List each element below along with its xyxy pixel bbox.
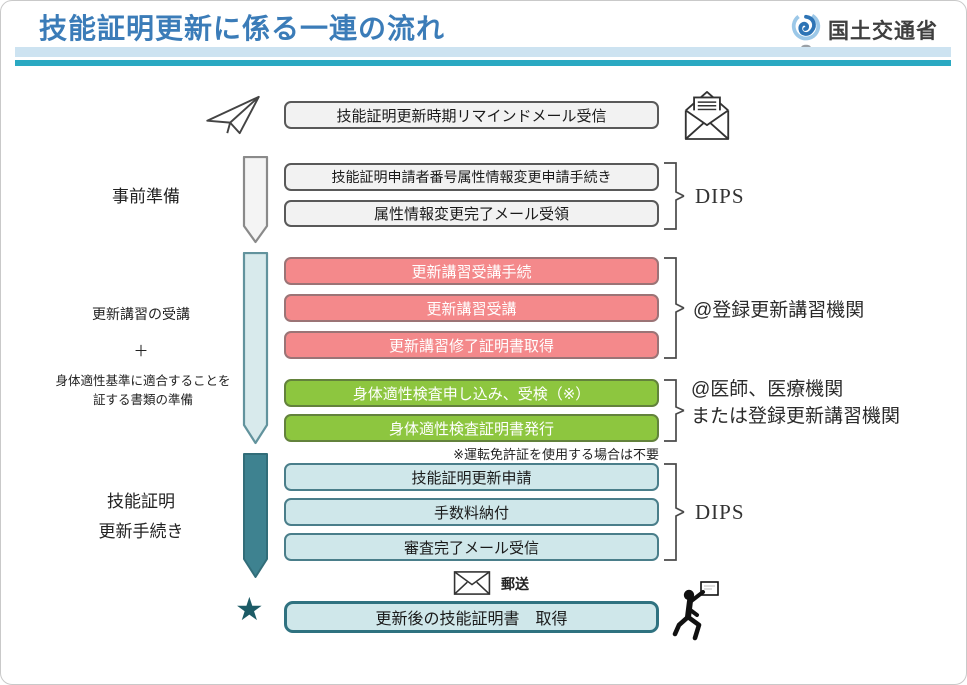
bracket-label-medical-org-line1: @医師、医療機関 bbox=[691, 379, 844, 400]
flow-box-medical-1: 身体適性検査申し込み、受検（※） bbox=[284, 379, 659, 407]
bracket-prep bbox=[664, 162, 685, 230]
flow-box-training-2: 更新講習受講 bbox=[284, 294, 659, 322]
header-band-light bbox=[15, 47, 951, 57]
bracket-label-medical-org: @医師、医療機関 または登録更新講習機関 bbox=[691, 377, 900, 430]
stage-label-renewal: 技能証明 更新手続き bbox=[56, 487, 226, 547]
mail-envelope-icon bbox=[453, 571, 491, 595]
ministry-logo: 国土交通省 bbox=[789, 10, 938, 50]
flow-box-prep-1: 技能証明申請者番号属性情報変更申請手続き bbox=[284, 163, 659, 191]
mlit-logo-icon bbox=[791, 12, 821, 50]
stage-label-renewal-line1: 技能証明 bbox=[107, 492, 175, 511]
stage-label-training: 更新講習の受講 bbox=[92, 306, 190, 322]
bracket-renewal bbox=[664, 463, 685, 561]
paper-plane-icon bbox=[206, 95, 260, 135]
header-band-teal bbox=[15, 60, 951, 66]
flow-box-final: 更新後の技能証明書 取得 bbox=[284, 601, 659, 633]
bracket-label-medical-org-line2: または登録更新講習機関 bbox=[691, 405, 901, 427]
flow-box-renewal-1: 技能証明更新申請 bbox=[284, 463, 659, 491]
ministry-name: 国土交通省 bbox=[828, 20, 938, 43]
flow-box-remind: 技能証明更新時期リマインドメール受信 bbox=[284, 101, 659, 129]
flow-box-prep-2: 属性情報変更完了メール受領 bbox=[284, 200, 659, 227]
stage-label-prep: 事前準備 bbox=[112, 187, 180, 206]
flow-box-training-3: 更新講習修了証明書取得 bbox=[284, 331, 659, 359]
bracket-label-training-org: @登録更新講習機関 bbox=[693, 300, 865, 321]
stage-arrow-renewal bbox=[243, 453, 268, 578]
open-envelope-icon bbox=[684, 91, 730, 140]
flow-box-training-1: 更新講習受講手続 bbox=[284, 257, 659, 285]
stage-arrow-prep bbox=[242, 156, 269, 244]
star-icon: ★ bbox=[235, 591, 264, 627]
bracket-medical bbox=[664, 379, 685, 442]
footnote-license: ※運転免許証を使用する場合は不要 bbox=[453, 447, 659, 462]
walking-person-icon bbox=[672, 581, 719, 641]
flow-box-renewal-3: 審査完了メール受信 bbox=[284, 533, 659, 561]
bracket-training bbox=[664, 257, 685, 359]
stage-label-medical-line2: 証する書類の準備 bbox=[92, 393, 193, 408]
mail-label: 郵送 bbox=[501, 576, 529, 592]
stage-label-renewal-line2: 更新手続き bbox=[98, 521, 184, 541]
stage-label-plus: ＋ bbox=[133, 343, 149, 360]
bracket-label-dips-2: DIPS bbox=[695, 500, 745, 524]
stage-arrow-training bbox=[242, 252, 269, 445]
stage-label-medical-line1: 身体適性基準に適合することを bbox=[55, 374, 231, 388]
page-title: 技能証明更新に係る一連の流れ bbox=[39, 13, 446, 44]
stage-label-medical: 身体適性基準に適合することを 証する書類の準備 bbox=[29, 372, 257, 411]
bracket-label-dips-1: DIPS bbox=[695, 184, 745, 208]
flow-box-renewal-2: 手数料納付 bbox=[284, 498, 659, 526]
flow-box-medical-2: 身体適性検査証明書発行 bbox=[284, 414, 659, 442]
